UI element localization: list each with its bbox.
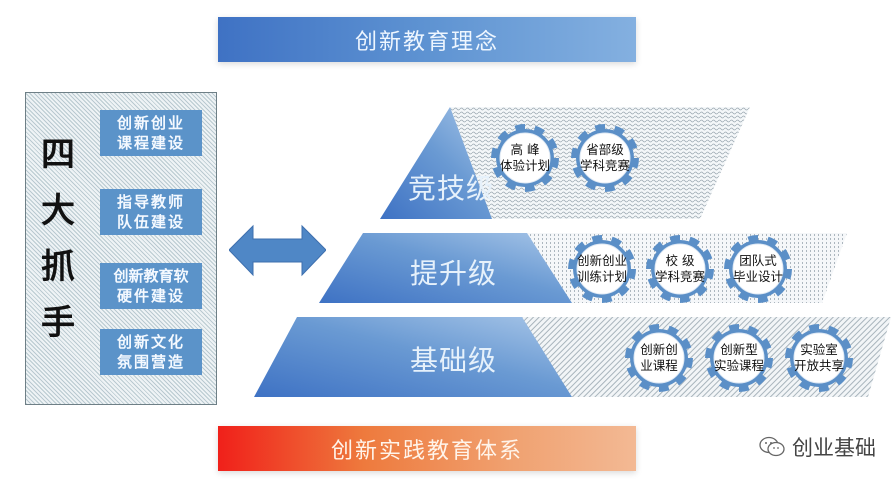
tier-label: 竞技级 [408,172,496,205]
title-char: 大 [41,191,75,231]
pillar-infrastructure: 创新教育软 硬件建设 [100,263,202,309]
pillar-course-construction: 创新创业 课程建设 [100,110,202,156]
gear-center [793,332,845,384]
gear-line: 训练计划 [577,269,628,284]
gear-line: 学科竞赛 [580,158,631,173]
gear-center [713,332,765,384]
gear-line: 开放共享 [794,358,845,373]
pillar-culture: 创新文化 氛围营造 [100,329,202,375]
gear-item: 创新型实验课程 [704,323,774,393]
gear-item: 省部级学科竞赛 [570,123,640,193]
gear-item: 实验室开放共享 [784,323,854,393]
watermark: 创业基础 [758,432,876,462]
title-char: 手 [41,303,75,343]
gear-line: 业课程 [640,358,678,373]
four-pillars-title: 四 大 抓 手 [40,138,76,340]
gear-line: 校 级 [665,253,695,268]
double-arrow-icon [229,224,326,277]
gear-line: 毕业设计 [733,269,784,284]
gear-line: 高 峰 [510,142,540,157]
gear-center [499,132,551,184]
title-char: 四 [41,135,75,175]
gear-line: 体验计划 [500,158,551,173]
gear-line: 创新创业 [577,253,628,268]
gear-item: 团队式毕业设计 [723,234,793,304]
tier-improvement: 提升级 创新创业训练计划 校 级学科竞赛 团队式毕业设计 [317,230,847,305]
task-line: 指导教师 [116,193,185,211]
gear-line: 实验课程 [714,358,765,373]
gear-item: 创新创业训练计划 [567,234,637,304]
gear-line: 学科竞赛 [655,269,706,284]
wechat-icon [759,436,785,457]
tier-label: 提升级 [410,257,498,290]
task-line: 课程建设 [116,134,185,152]
top-banner-label: 创新教育理念 [354,29,499,55]
gear-center [732,243,784,295]
title-char: 抓 [41,247,75,287]
tier-trapezoid [319,233,572,303]
gear-center [576,243,628,295]
task-line: 创新教育软 [113,267,189,285]
pillar-teacher-team: 指导教师 队伍建设 [100,189,202,235]
tier-label: 基础级 [410,344,498,377]
gear-center [633,332,685,384]
gear-line: 省部级 [586,142,624,157]
watermark-label: 创业基础 [792,436,876,460]
gear-center [579,132,631,184]
four-pillars-panel: 四 大 抓 手 创新创业 课程建设 指导教师 队伍建设 创新教育软 硬件建设 创… [25,92,217,405]
gear-line: 团队式 [739,253,777,268]
task-line: 氛围营造 [116,353,185,371]
task-line: 创新创业 [116,114,185,132]
gear-item: 高 峰体验计划 [490,123,560,193]
gear-line: 创新创 [640,342,678,357]
task-line: 硬件建设 [116,287,185,305]
tier-competition: 竞技级 高 峰体验计划 省部级学科竞赛 [370,107,750,219]
bottom-banner-label: 创新实践教育体系 [330,438,523,464]
gear-item: 校 级学科竞赛 [645,234,715,304]
gear-center [654,243,706,295]
top-banner: 创新教育理念 [218,17,636,62]
gear-line: 创新型 [720,342,758,357]
task-line: 队伍建设 [116,213,185,231]
tier-triangle [380,107,492,219]
bottom-banner: 创新实践教育体系 [218,426,636,471]
task-line: 创新文化 [116,333,185,351]
gear-line: 实验室 [800,342,838,357]
tier-foundation: 基础级 创新创业课程 创新型实验课程 实验室开放共享 [252,315,891,399]
tier-trapezoid [254,317,572,397]
gear-item: 创新创业课程 [624,323,694,393]
